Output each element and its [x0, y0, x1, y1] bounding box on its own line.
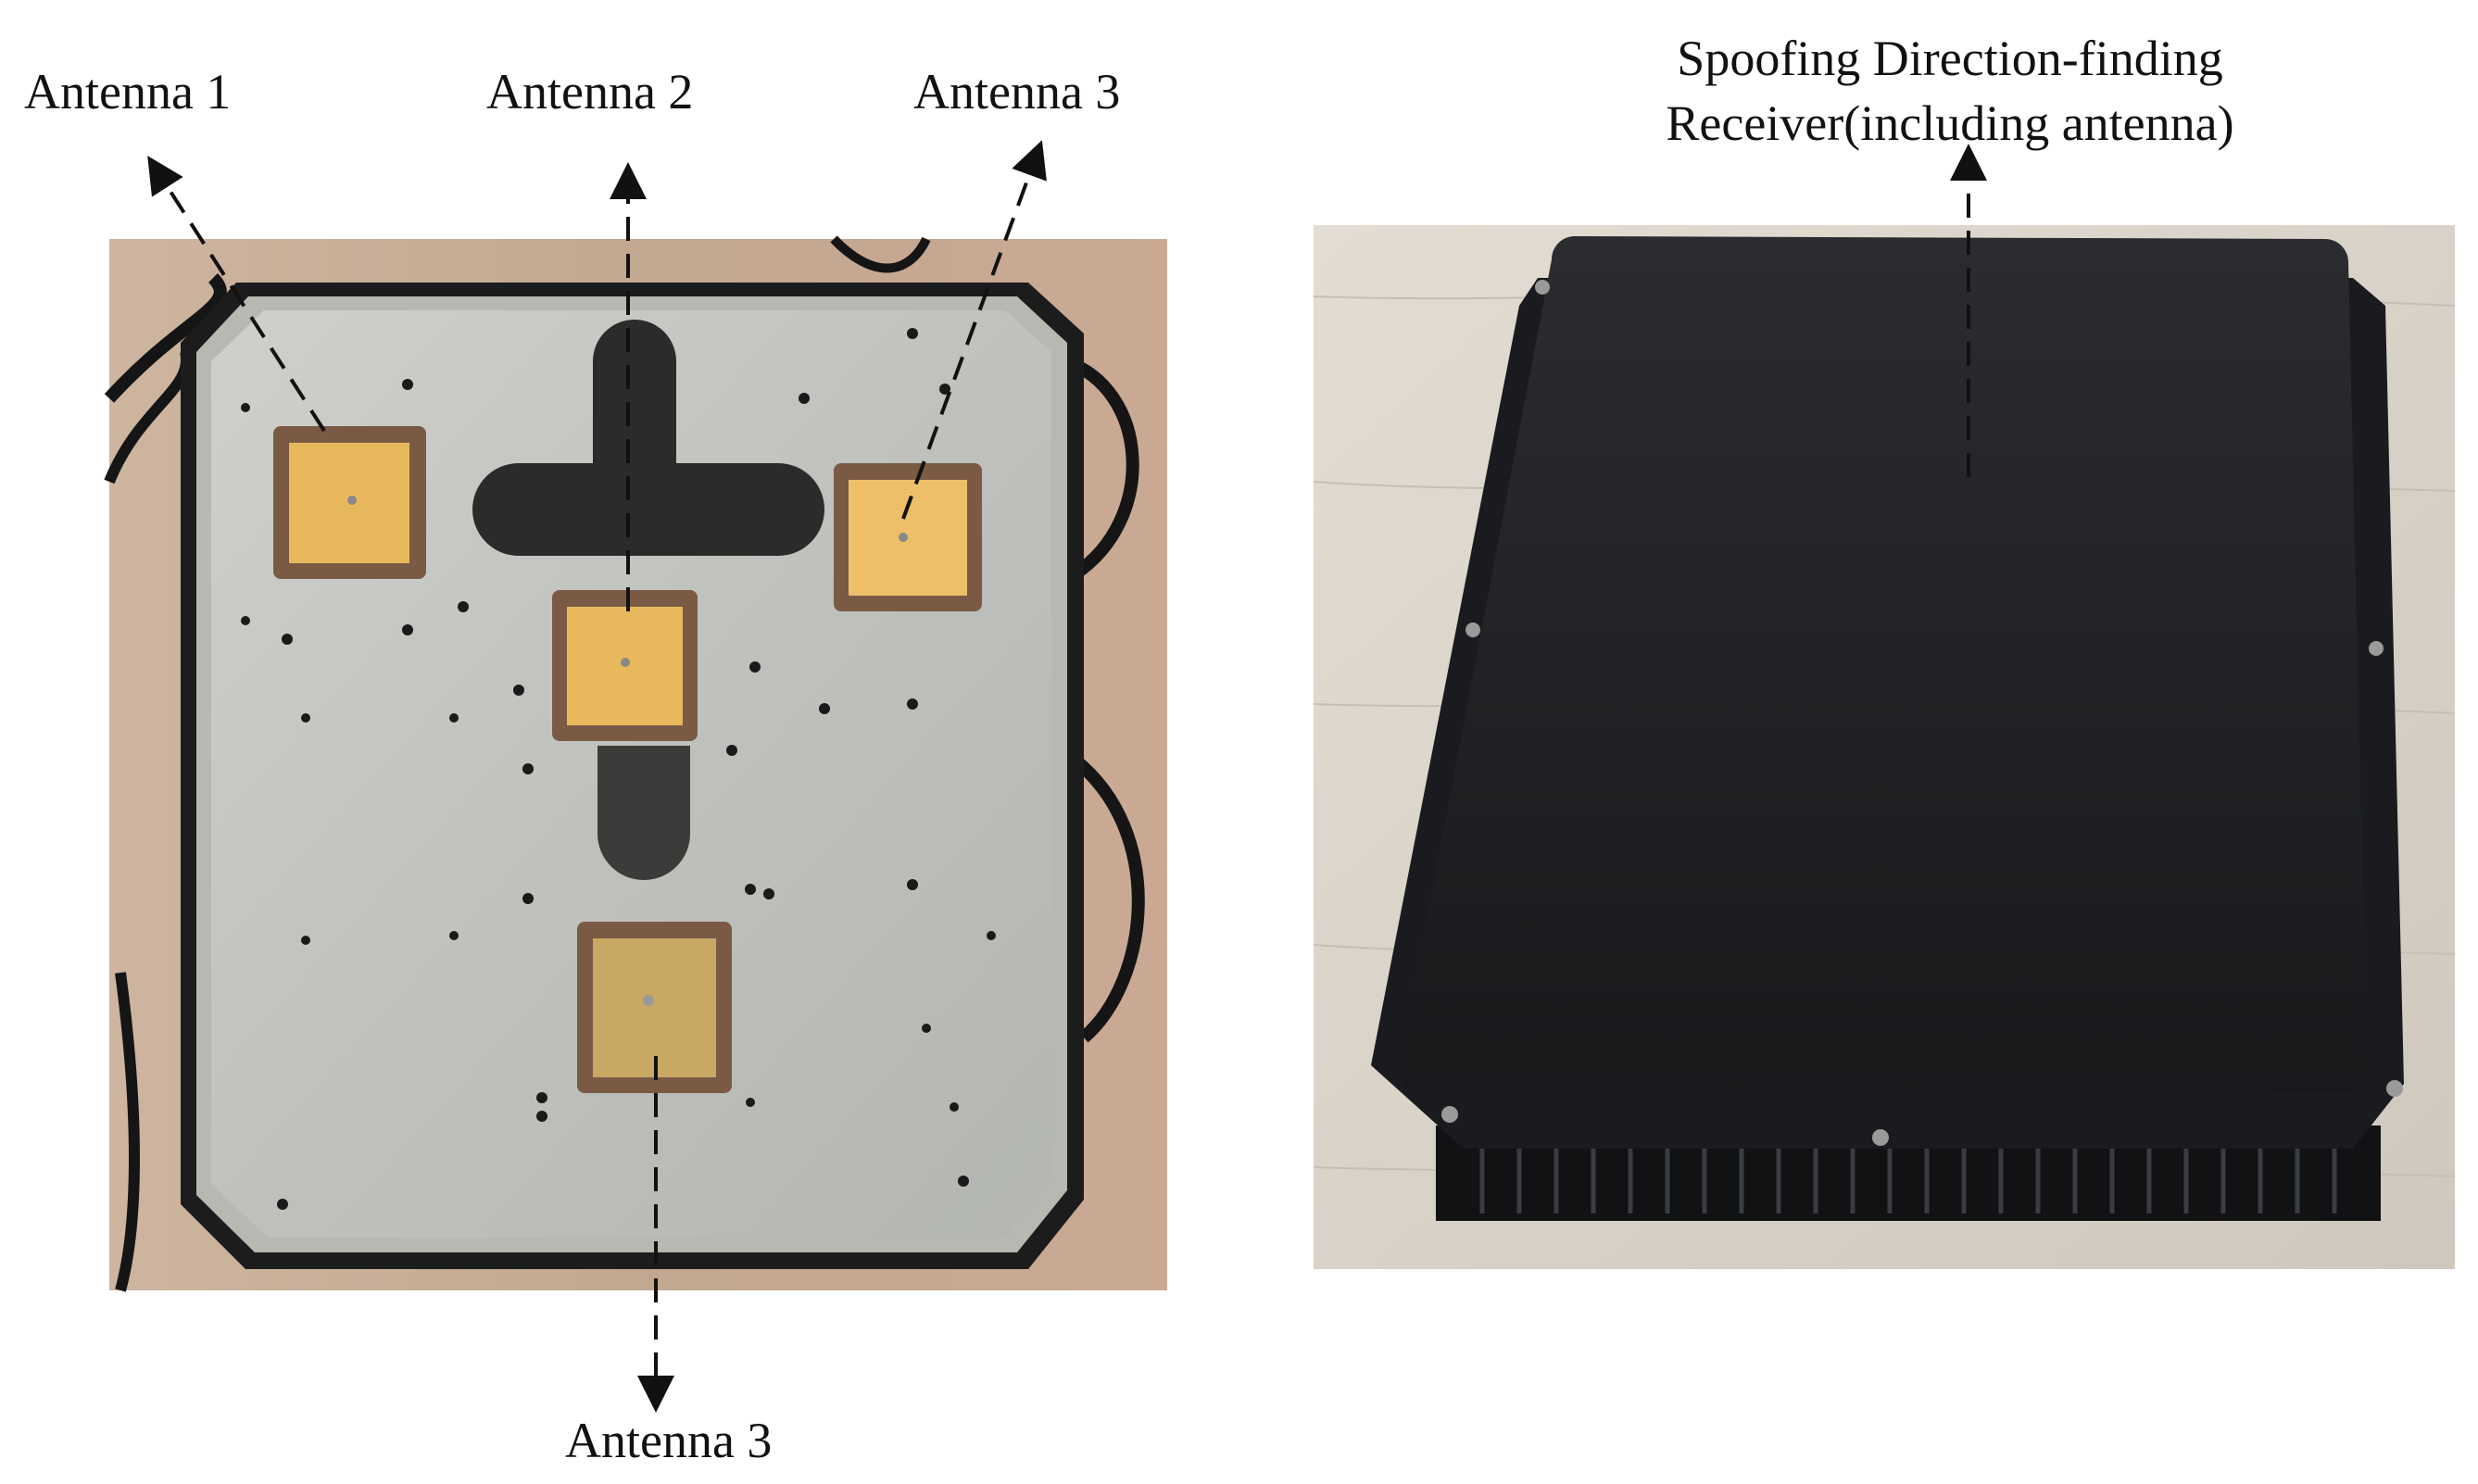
antenna-patch-icon	[552, 590, 698, 741]
receiver-photo	[1313, 225, 2456, 1269]
antenna-plate-photo	[104, 235, 1167, 1292]
label-antenna-1: Antenna 1	[24, 64, 232, 119]
arrow-antenna-3-top	[901, 140, 1047, 520]
label-antenna-2: Antenna 2	[486, 64, 694, 119]
antenna-patch-icon	[577, 922, 732, 1093]
label-receiver-line-2: Receiver(including antenna)	[1666, 95, 2234, 151]
label-receiver-line-1: Spoofing Direction-finding	[1677, 31, 2223, 86]
antenna-patch-icon	[834, 463, 982, 611]
annotation-arrows	[147, 140, 1987, 1413]
arrow-antenna-1	[147, 156, 326, 433]
label-antenna-3-bottom: Antenna 3	[565, 1413, 773, 1468]
antenna-patch-icon	[273, 426, 426, 579]
label-antenna-3-top: Antenna 3	[913, 64, 1121, 119]
